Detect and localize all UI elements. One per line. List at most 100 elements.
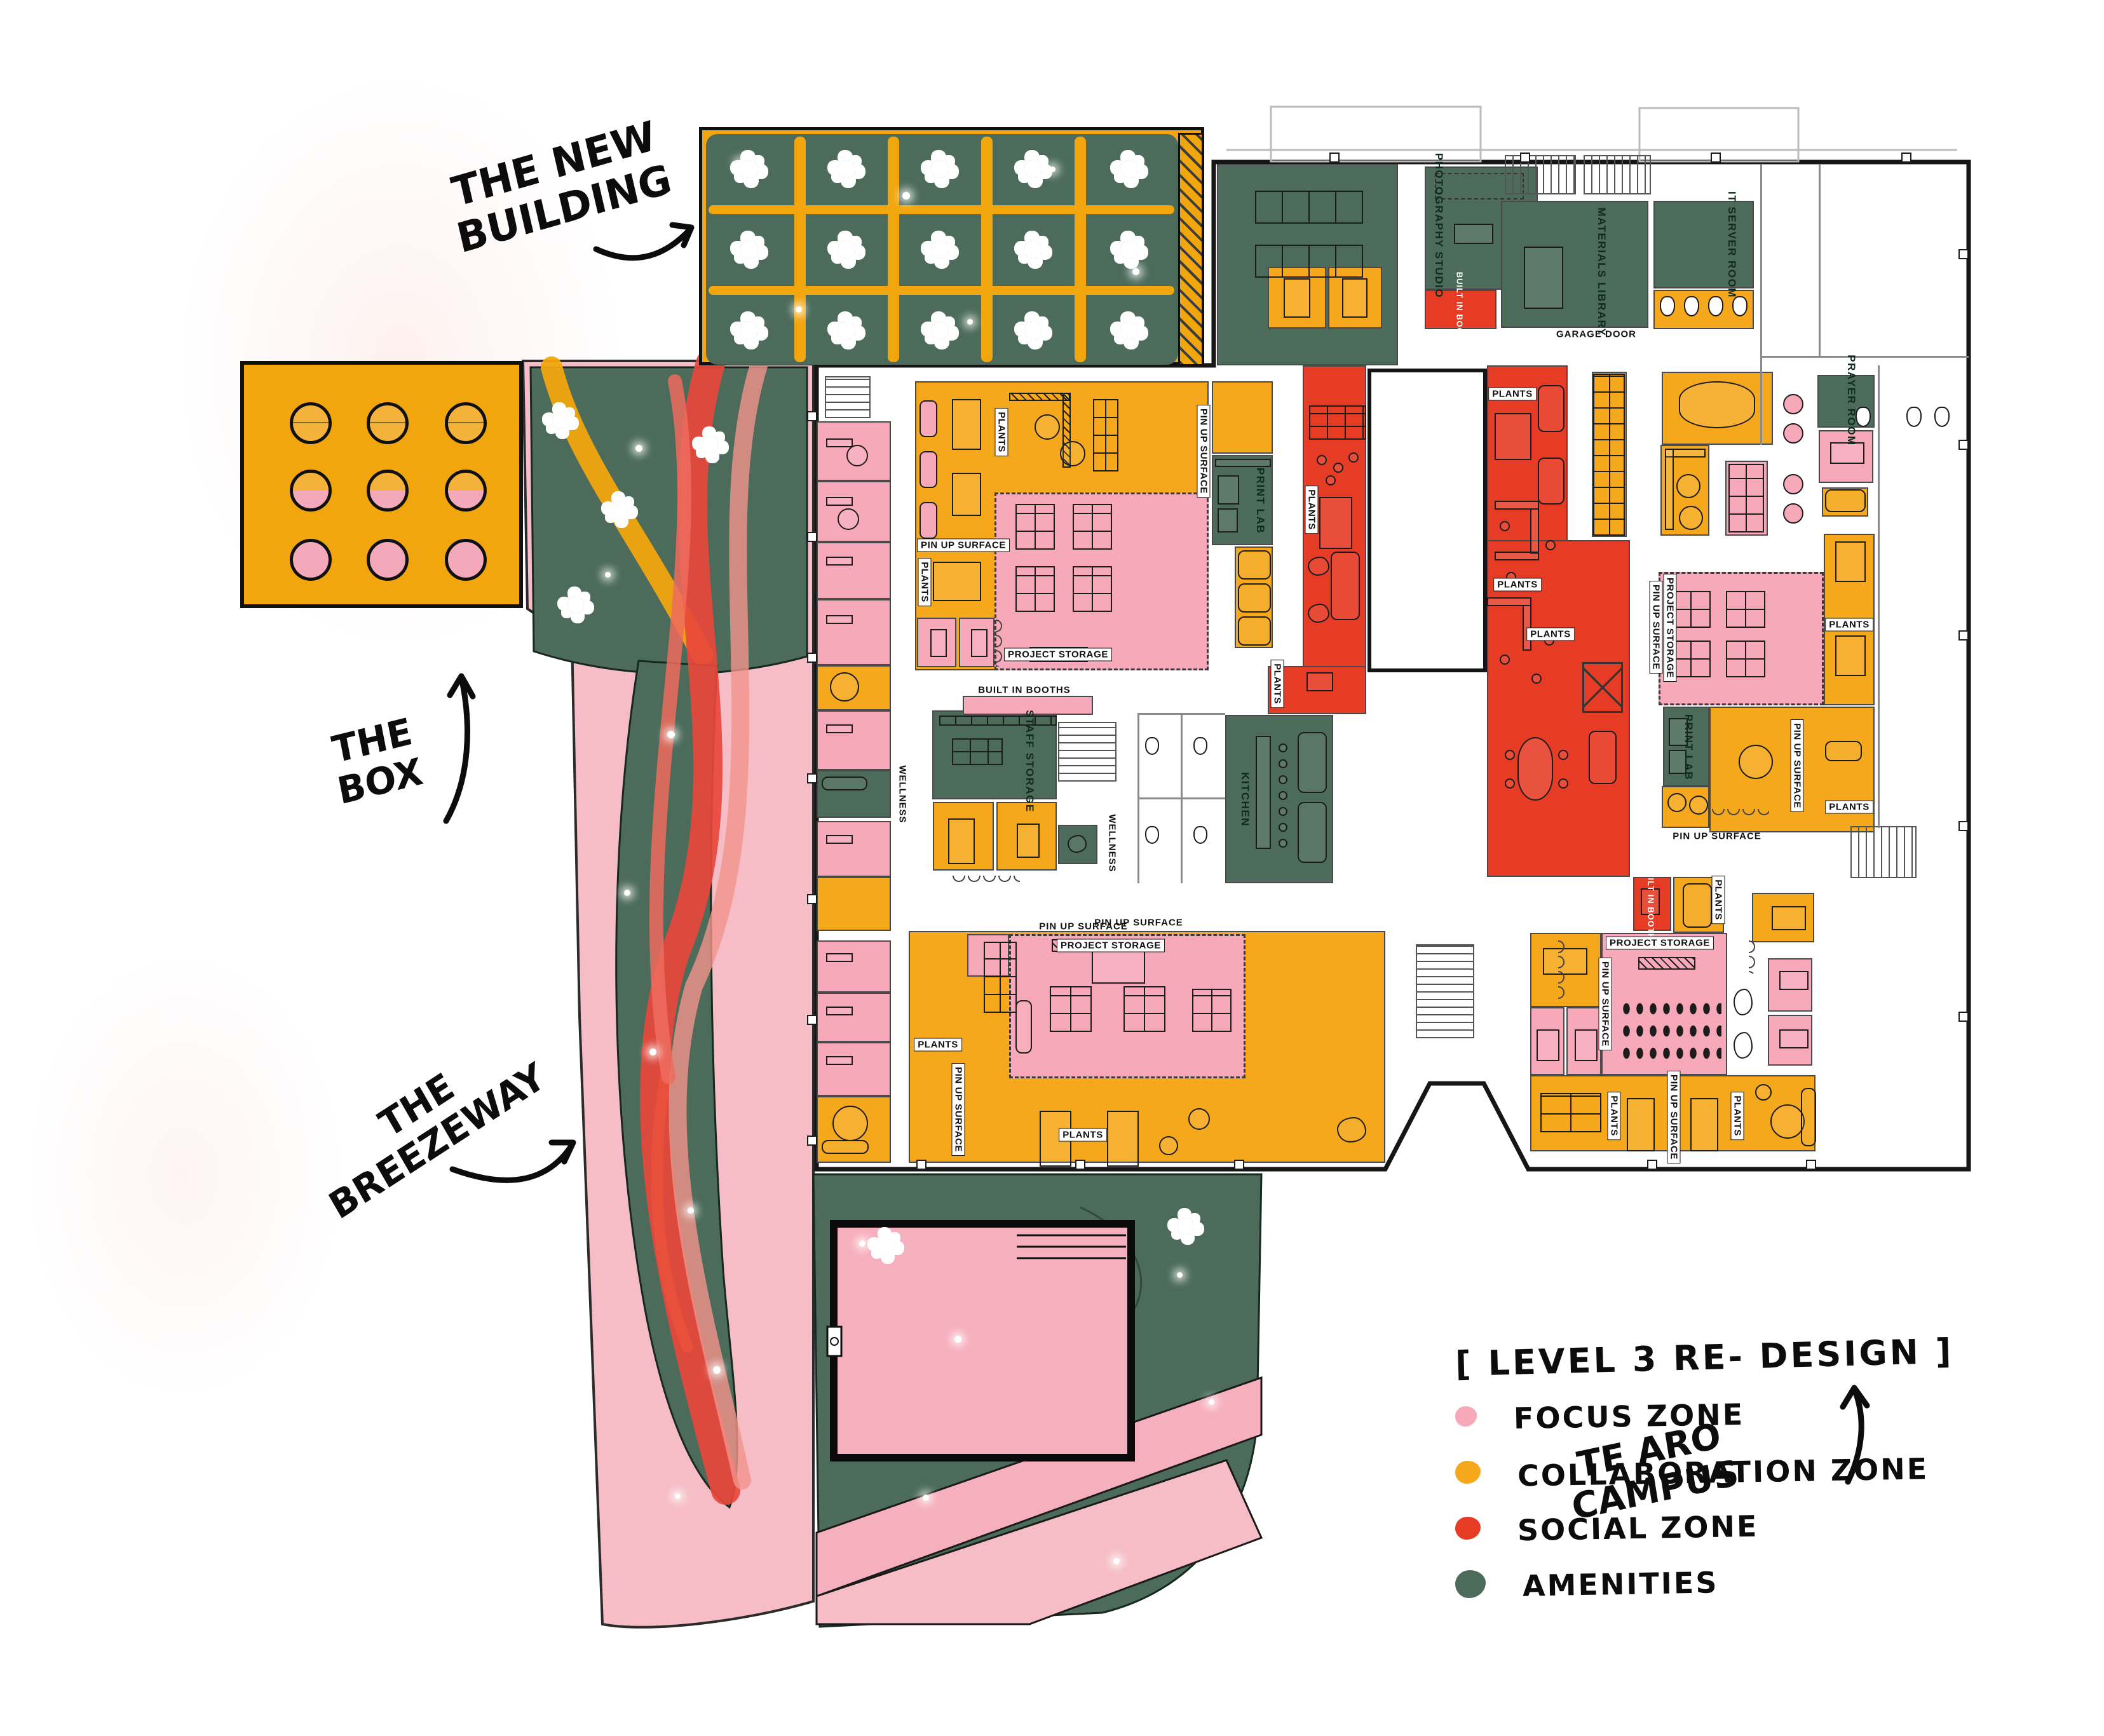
room-label: IT SERVER ROOM [1726,191,1738,299]
stairsv-glyph [1584,155,1651,194]
tree-icon [838,241,855,259]
column [1958,249,1969,259]
sparkle-icon [675,1493,681,1499]
desk-glyph [826,835,853,844]
canopy-gap [888,137,899,362]
ramp-hatch [1178,133,1204,366]
pod-glyph [1192,989,1232,1032]
zone-wellness-room-1 [817,770,891,818]
legend-item-social: SOCIAL ZONE [1455,1509,1953,1547]
facade-porthole [445,470,487,512]
table-glyph [971,629,988,657]
table-glyph [948,818,975,864]
facade-porthole [367,402,409,444]
stool-glyph [1279,791,1287,800]
room-label: PLANTS [1270,660,1284,708]
table-glyph [1772,906,1806,930]
wline-glyph [1819,164,1821,356]
zone-phone-room-1 [917,618,956,667]
sparkle-icon [605,572,611,578]
collaboration-zone-swatch [1455,1460,1481,1484]
column [916,1160,926,1170]
ribbon-1 [640,349,740,1505]
toilet-glyph [1193,826,1207,844]
zone-focus-room-8 [817,993,891,1042]
pod-glyph [1671,641,1711,677]
toilet-glyph [1906,407,1922,427]
stool-glyph [1755,1084,1772,1101]
stool-glyph [1279,759,1287,768]
stool-glyph [1159,1136,1178,1155]
social-zone-swatch [1455,1516,1481,1540]
bootho-glyph [1238,616,1271,646]
pinkchair-glyph [1783,423,1803,444]
stairs-glyph [1416,944,1474,1038]
legend-label: COLLABORATION ZONE [1517,1451,1929,1493]
tree-icon [1024,241,1042,259]
zone-meeting-c [1212,381,1273,454]
legend-label: AMENITIES [1522,1565,1719,1603]
toilet-glyph [1732,296,1748,316]
wline-glyph [1878,365,1880,828]
room-label: STAFF STORAGE [1024,710,1036,813]
pod-glyph [1728,464,1764,532]
column [807,773,817,783]
stool-glyph [1505,778,1515,789]
tree-icon [838,160,855,178]
arcsv-glyph [1558,939,1580,1001]
tree-icon [931,241,949,259]
room-label: PLANTS [1493,578,1542,592]
legend-label: FOCUS ZONE [1513,1397,1745,1436]
zone-meeting-e [996,802,1057,871]
arrow-te-aro [1845,1386,1864,1485]
zone-focus-cell-2 [1566,1007,1601,1075]
column [1647,1160,1657,1170]
sofa-glyph [1538,385,1564,432]
tree-icon [1024,160,1042,178]
table-glyph [1575,1029,1598,1061]
table-glyph [933,562,981,601]
sofa-glyph [1298,732,1327,793]
desk-glyph [826,615,853,624]
table-glyph [1779,971,1809,990]
tree-icon [740,322,758,339]
round-glyph [1739,745,1773,779]
room-label: PIN UP SURFACE [1094,917,1183,928]
stool-glyph [1689,796,1708,815]
room-label: PIN UP SURFACE [951,1063,965,1156]
zone-focus-room-3 [817,542,891,599]
wline-glyph [1181,713,1183,883]
column [807,411,817,421]
wline-glyph [1760,164,1762,445]
column [1958,440,1969,450]
toilet-glyph [1145,826,1159,844]
table-glyph [952,473,981,516]
room-label: WELLNESS [897,765,908,824]
pod-glyph [1123,986,1165,1032]
pod-glyph [1671,591,1711,628]
facade-porthole [445,402,487,444]
toilet-glyph [1660,296,1675,316]
zone-focus-room-9 [817,1042,891,1096]
tree-icon [931,322,949,339]
stool-glyph [1317,455,1327,465]
arrow-breezeway [449,1142,575,1183]
room-label: PLANTS [1825,618,1873,632]
sparkle-icon [649,1048,656,1055]
sparkle-icon [713,1366,721,1374]
room-label: PLANTS [1730,1092,1744,1140]
sparkle-icon [859,1240,865,1247]
table-glyph [1284,278,1310,318]
room-label: PROJECT STORAGE [1004,648,1112,661]
room-label: PIN UP SURFACE [1667,1071,1681,1163]
machine-glyph [1218,508,1238,532]
pinkchair-glyph [1783,503,1803,524]
canopy-gap [709,205,1174,214]
ribbon-2 [669,355,768,1489]
zone-focus-room-4 [817,599,891,665]
zone-focus-room-7 [817,940,891,993]
stairs-glyph [825,376,871,418]
room-label: PIN UP SURFACE [917,538,1010,552]
zone-meeting-d [933,802,994,871]
zone-atrium-void [1368,369,1487,672]
